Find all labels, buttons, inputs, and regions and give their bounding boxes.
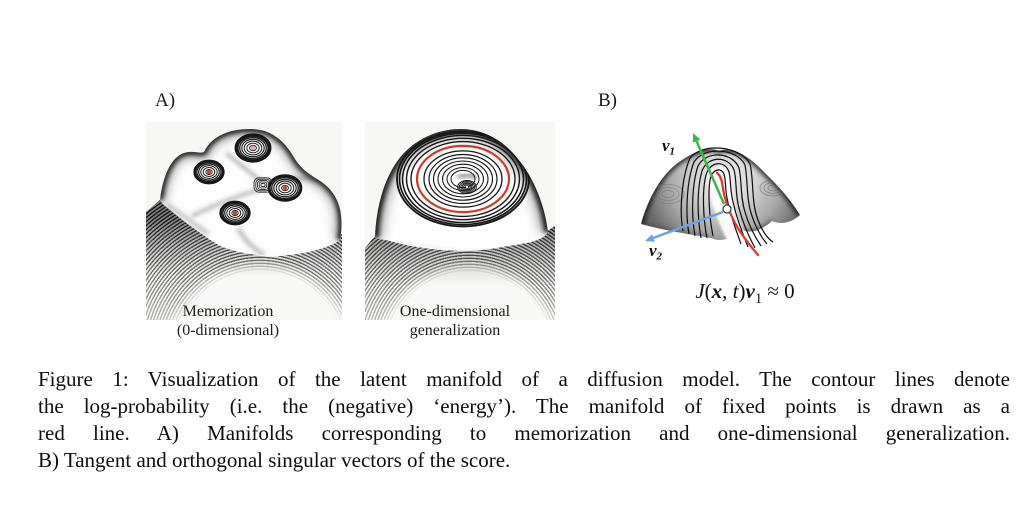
caption-line-3: red line. A) Manifolds corresponding to …: [38, 421, 1010, 445]
central-dimple: [456, 173, 478, 194]
formula-v: v: [745, 279, 755, 303]
memorization-label-line1: Memorization: [182, 303, 274, 320]
generalization-label-line2: generalization: [409, 322, 501, 339]
singular-vectors-plot: v1 v2: [620, 128, 860, 288]
peak-left: [193, 159, 225, 185]
memorization-surface-plot: [146, 122, 342, 320]
generalization-surface: [365, 122, 555, 320]
peak-top: [234, 133, 272, 163]
singular-vectors-figure: v1 v2: [641, 133, 800, 263]
memorization-surface: [146, 122, 342, 320]
generalization-label-line1: One-dimensional: [399, 303, 511, 320]
peak-bottom: [219, 200, 251, 226]
figure-caption: Figure 1: Visualization of the latent ma…: [38, 366, 1010, 474]
panel-b-label: B): [598, 90, 617, 111]
memorization-label-line2: (0-dimensional): [176, 322, 280, 339]
fixed-point-dot: [232, 210, 238, 216]
caption-line-4: B) Tangent and orthogonal singular vecto…: [38, 448, 511, 472]
saddle-contours: [253, 177, 273, 193]
formula-x: x: [711, 279, 723, 303]
v1-arrowhead: [692, 133, 701, 143]
red-manifold-ring: [415, 144, 511, 214]
formula-J: J: [695, 279, 705, 303]
tangent-vector-v1: [695, 140, 726, 205]
generalization-surface-plot: [365, 122, 555, 320]
formula-t: t: [732, 279, 739, 303]
point-marker: [722, 204, 732, 214]
contour-peaks: [193, 133, 303, 226]
fixed-point-dot: [282, 185, 288, 191]
memorization-label: Memorization (0-dimensional): [138, 302, 318, 340]
dome-rim-shading: [375, 129, 548, 239]
red-manifold-line: [715, 171, 760, 257]
surface-skirt-contours: [146, 200, 342, 320]
caption-line-2: the log-probability (i.e. the (negative)…: [38, 394, 1010, 418]
dome-rim-shading: [160, 129, 342, 256]
v2-arrowhead: [645, 234, 655, 242]
contour-rings: [396, 130, 530, 228]
jacobian-formula: J(x, t)v1 ≈ 0: [695, 279, 795, 308]
fixed-point-dot: [206, 169, 212, 175]
orthogonal-vector-v2: [652, 210, 724, 240]
peak-right: [267, 174, 303, 202]
fixed-point-dot: [250, 145, 256, 151]
generalization-label: One-dimensional generalization: [365, 302, 545, 340]
v1-label: v1: [662, 136, 675, 158]
panel-a-label: A): [155, 90, 176, 111]
v2-label: v2: [649, 241, 663, 263]
caption-line-1: Figure 1: Visualization of the latent ma…: [38, 367, 1010, 391]
